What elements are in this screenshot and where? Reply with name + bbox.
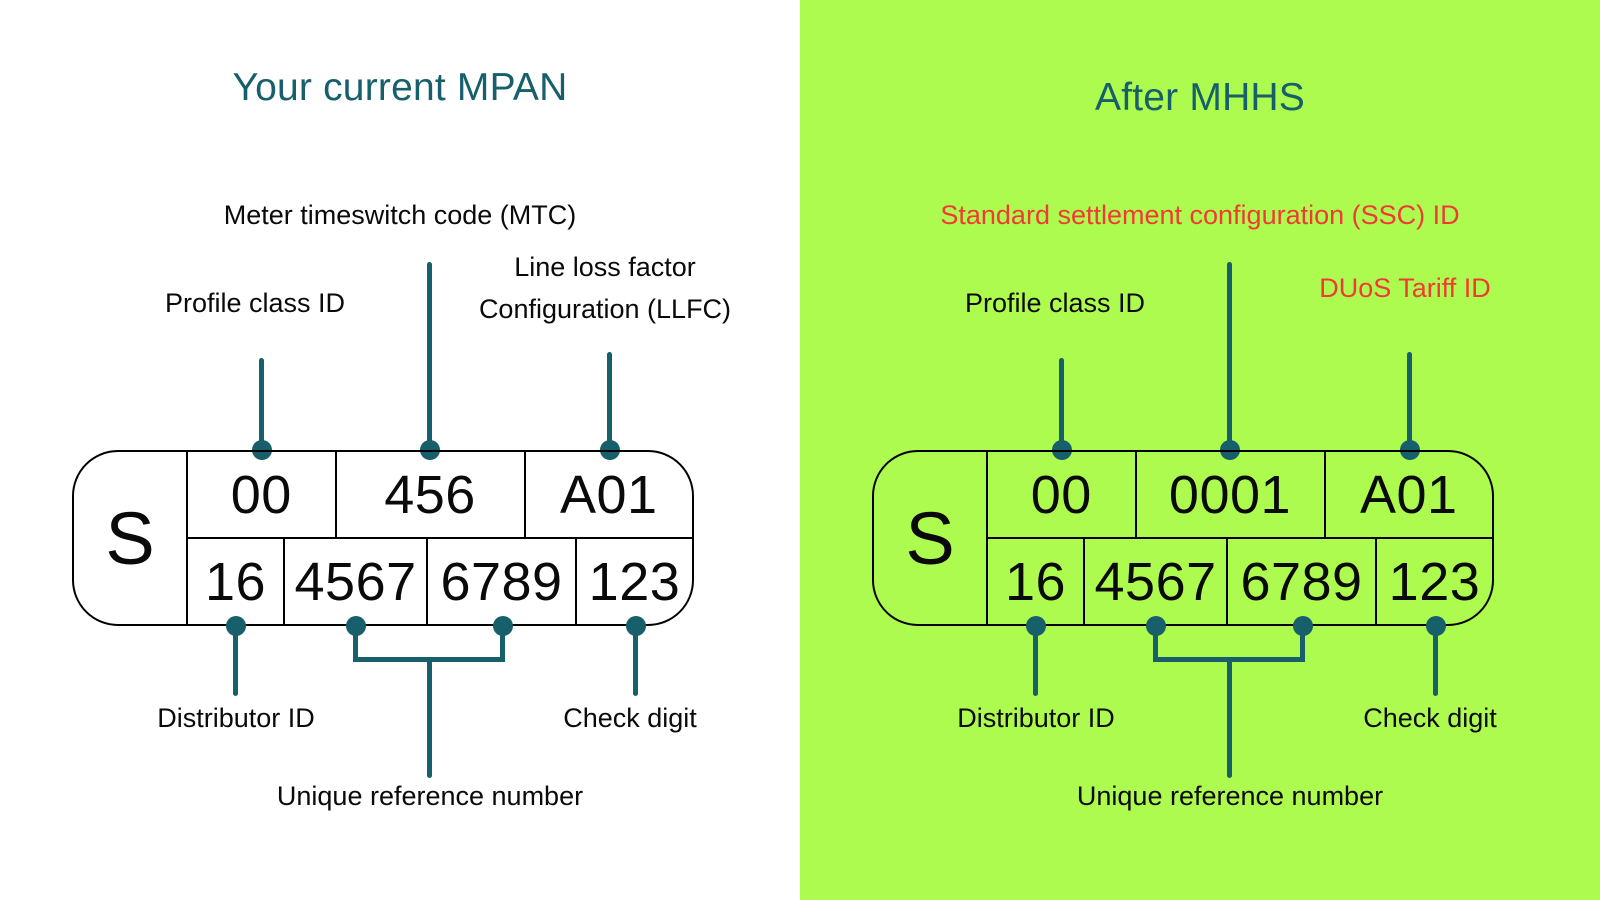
- distributor-cell: 16: [1005, 551, 1067, 612]
- connector-line-mtc: [427, 262, 432, 452]
- connector-line-distributor: [1033, 626, 1038, 696]
- label-line-1: Line loss factor: [514, 252, 696, 282]
- label-ssc-id: Standard settlement configuration (SSC) …: [940, 200, 1460, 230]
- panel-title: Your current MPAN: [232, 66, 568, 109]
- label-line-loss-factor: Line loss factor Configuration (LLFC): [440, 246, 770, 330]
- label-distributor-id: Distributor ID: [157, 703, 315, 733]
- mpan-top-row: 00 456 A01: [188, 452, 692, 539]
- label-check-digit: Check digit: [1363, 703, 1497, 733]
- unique-ref-cell-1: 4567: [283, 539, 426, 624]
- bracket-stem: [427, 657, 432, 778]
- label-distributor-id: Distributor ID: [957, 703, 1115, 733]
- bracket-arm-left: [353, 626, 358, 662]
- bracket-arm-right: [1300, 626, 1305, 662]
- mpan-top-row: 00 0001 A01: [988, 452, 1492, 539]
- profile-class-cell: 00: [230, 464, 292, 525]
- label-profile-class-id: Profile class ID: [964, 288, 1146, 318]
- check-digit-cell: 123: [1374, 539, 1492, 624]
- distributor-cell: 16: [205, 551, 267, 612]
- connector-line-profile-class: [1059, 358, 1064, 452]
- mpan-prefix-cell: S: [74, 452, 188, 624]
- label-check-digit: Check digit: [563, 703, 697, 733]
- mpan-grid: 00 0001 A01 16 4567 6789 123: [988, 452, 1492, 624]
- bracket-arm-right: [500, 626, 505, 662]
- mtc-cell: 456: [334, 452, 524, 537]
- llfc-cell: A01: [523, 452, 693, 537]
- bracket-arm-left: [1153, 626, 1158, 662]
- connector-line-check-digit: [633, 626, 638, 696]
- mpan-prefix-cell: S: [874, 452, 988, 624]
- label-unique-reference-number: Unique reference number: [1076, 781, 1384, 811]
- label-line-2: Configuration (LLFC): [478, 294, 732, 324]
- label-line-1: DUoS Tariff ID: [1319, 273, 1491, 303]
- connector-line-duos: [1407, 352, 1412, 452]
- mpan-bottom-row: 16 4567 6789 123: [188, 539, 692, 624]
- check-digit-cell: 123: [574, 539, 692, 624]
- panel-title: After MHHS: [1094, 76, 1306, 119]
- mpan-box: S 00 0001 A01 16 4567 6789 123: [872, 450, 1494, 626]
- panel-current-mpan: Your current MPAN Meter timeswitch code …: [72, 66, 770, 811]
- unique-ref-cell-1: 4567: [1083, 539, 1226, 624]
- label-meter-timeswitch-code: Meter timeswitch code (MTC): [223, 200, 577, 230]
- mpan-grid: 00 456 A01 16 4567 6789 123: [188, 452, 692, 624]
- label-unique-reference-number: Unique reference number: [276, 781, 584, 811]
- bracket-stem: [1227, 657, 1232, 778]
- profile-class-cell: 00: [1030, 464, 1092, 525]
- duos-tariff-cell: A01: [1323, 452, 1493, 537]
- label-profile-class-id: Profile class ID: [164, 288, 346, 318]
- mpan-bottom-row: 16 4567 6789 123: [988, 539, 1492, 624]
- ssc-cell: 0001: [1134, 452, 1324, 537]
- panel-after-mhhs: After MHHS Standard settlement configura…: [800, 0, 1600, 900]
- connector-line-distributor: [233, 626, 238, 696]
- label-duos-tariff-id: DUoS Tariff ID: [1240, 246, 1570, 330]
- unique-ref-cell-2: 6789: [1226, 539, 1375, 624]
- mpan-box: S 00 456 A01 16 4567 6789 123: [72, 450, 694, 626]
- connector-line-profile-class: [259, 358, 264, 452]
- connector-line-ssc: [1227, 262, 1232, 452]
- unique-ref-cell-2: 6789: [426, 539, 575, 624]
- connector-line-llfc: [607, 352, 612, 452]
- connector-line-check-digit: [1433, 626, 1438, 696]
